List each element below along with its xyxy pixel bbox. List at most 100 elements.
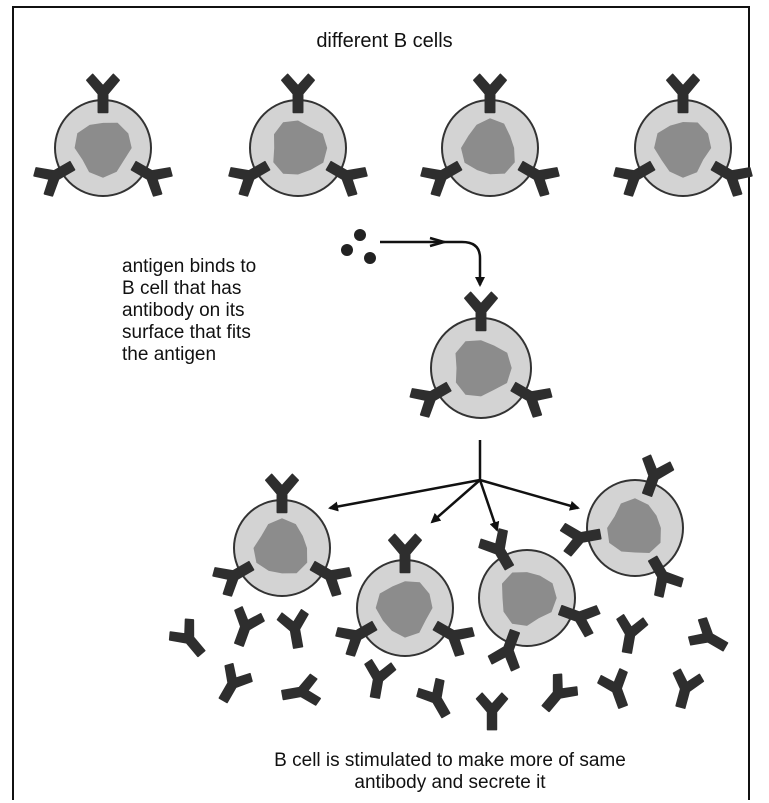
antibody [559, 523, 602, 557]
antibody-shape [335, 620, 378, 657]
antibody-shape [33, 160, 76, 197]
b-cell [33, 73, 173, 197]
antibody-shape [666, 73, 700, 114]
antibody [416, 678, 451, 719]
antibody [432, 620, 475, 657]
cell-nucleus [654, 122, 712, 178]
antibody-shape [616, 614, 649, 654]
antibody-shape [416, 678, 451, 719]
antibody-shape [276, 609, 309, 649]
antibody-shape [388, 533, 422, 574]
antibody-shape [86, 73, 120, 114]
antibody-shape [475, 692, 509, 731]
b-cell [335, 533, 475, 657]
antibody [335, 620, 378, 657]
b-cell [420, 73, 560, 197]
antibody [647, 555, 684, 598]
antibody-shape [130, 160, 173, 197]
antibody [281, 73, 315, 114]
b-cell [212, 473, 352, 597]
antibody-shape [432, 620, 475, 657]
antibody [86, 73, 120, 114]
antibody [265, 473, 299, 514]
antibody [228, 160, 271, 197]
antibody [475, 692, 509, 731]
binding-text-line: surface that fits [122, 322, 251, 343]
antibody [388, 533, 422, 574]
antibody [276, 609, 309, 649]
antibody-shape [672, 668, 705, 709]
antibody [487, 629, 521, 672]
cell-nucleus [455, 340, 512, 397]
antibody-shape [597, 668, 628, 709]
antibody-shape [478, 528, 515, 571]
antibody-shape [517, 160, 560, 197]
antibody-shape [473, 73, 507, 114]
free-antibodies-group [168, 606, 729, 731]
secretion-caption: B cell is stimulated to make more of sam… [160, 750, 740, 794]
antigen-particle [354, 229, 366, 241]
antibody-shape [409, 381, 452, 418]
branch-arrow [479, 478, 580, 511]
antibody-shape [281, 673, 321, 706]
antibody-shape [613, 160, 656, 197]
b-cell [409, 291, 553, 419]
antibody-shape [541, 673, 579, 713]
antibody [464, 291, 498, 332]
antibody-shape [228, 160, 271, 197]
cell-nucleus [502, 572, 557, 626]
cell-nucleus [74, 122, 132, 178]
b-cell [613, 73, 753, 197]
binding-text-line: antigen binds to [122, 256, 257, 277]
branch-arrow [478, 479, 500, 532]
b-cell [559, 454, 684, 598]
cells-group [33, 73, 753, 672]
antibody [641, 454, 675, 497]
figure-frame [12, 6, 750, 800]
b-cell [228, 73, 368, 197]
antibody [541, 673, 579, 713]
antibody [517, 160, 560, 197]
antigen-particle [364, 252, 376, 264]
antibody [616, 614, 649, 654]
antibody [281, 673, 321, 706]
antigen-binding-label: antigen binds to B cell that has antibod… [122, 256, 312, 366]
diagram-title: different B cells [316, 30, 453, 52]
antibody [710, 160, 753, 197]
antibody [130, 160, 173, 197]
cell-nucleus [461, 118, 515, 175]
antibody-shape [281, 73, 315, 114]
cell-nucleus [253, 518, 308, 574]
antibody [168, 618, 206, 658]
binding-text-line: B cell that has [122, 278, 242, 299]
antibody [478, 528, 515, 571]
antibody [597, 668, 628, 709]
antibody [33, 160, 76, 197]
antibody [613, 160, 656, 197]
antibody [212, 560, 255, 597]
antibody [309, 560, 352, 597]
branch-arrow [430, 479, 481, 524]
antibody-shape [464, 291, 498, 332]
cell-nucleus [273, 120, 328, 175]
antigen-group [341, 229, 376, 264]
antibody [666, 73, 700, 114]
binding-arrow [380, 240, 485, 287]
cell-nucleus [375, 581, 433, 638]
antibody-shape [647, 555, 684, 598]
antibody-shape [309, 560, 352, 597]
antigen-particle [341, 244, 353, 256]
antibody [672, 668, 705, 709]
antibody-shape [218, 663, 253, 704]
antibody-shape [212, 560, 255, 597]
b-cell [478, 528, 601, 672]
antibody-shape [325, 160, 368, 197]
arrows-group [328, 236, 580, 532]
antibody-shape [688, 617, 729, 652]
antibody [510, 381, 553, 418]
binding-text-line: the antigen [122, 344, 217, 365]
antibody [558, 604, 601, 638]
antibody [325, 160, 368, 197]
antibody-shape [559, 523, 602, 557]
